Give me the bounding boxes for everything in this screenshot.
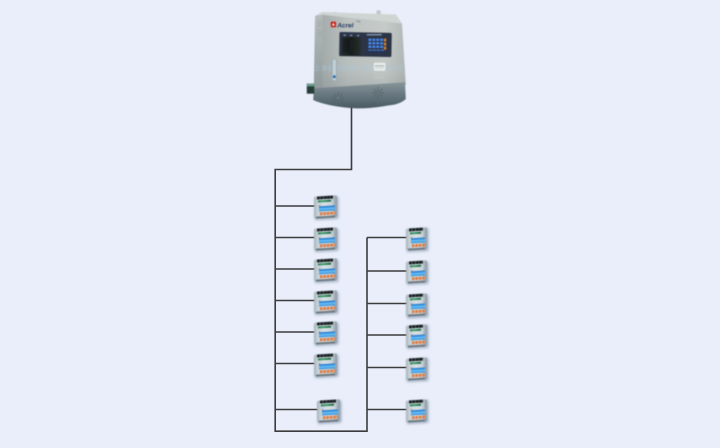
svg-text:Acrel: Acrel — [336, 22, 353, 29]
svg-text:TM: TM — [356, 20, 361, 24]
svg-text:上海安科瑞电气股份有限公司: 上海安科瑞电气股份有限公司 — [314, 63, 404, 72]
